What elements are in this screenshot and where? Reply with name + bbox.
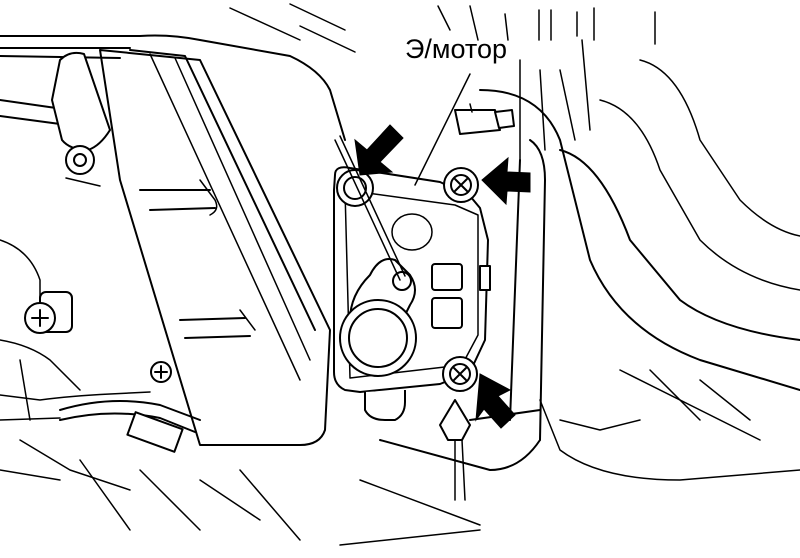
- arrow-icon-top-left: [354, 124, 404, 176]
- housing-upper: [0, 3, 356, 141]
- left-screws: [0, 239, 172, 421]
- arrow-icon-bottom: [475, 373, 516, 429]
- callout-leader-line: [414, 73, 471, 186]
- harness-clip: [439, 399, 471, 501]
- background-vertical-lines: [437, 5, 656, 161]
- filter-panel: [99, 49, 331, 446]
- arrow-icon-top-right: [481, 156, 531, 206]
- lever-rod: [334, 139, 401, 281]
- connector: [454, 103, 515, 135]
- actuator-motor: [333, 166, 491, 421]
- motor-callout-label: Э/мотор: [405, 34, 507, 64]
- wire-harness: [0, 400, 481, 546]
- clip-left: [51, 51, 111, 187]
